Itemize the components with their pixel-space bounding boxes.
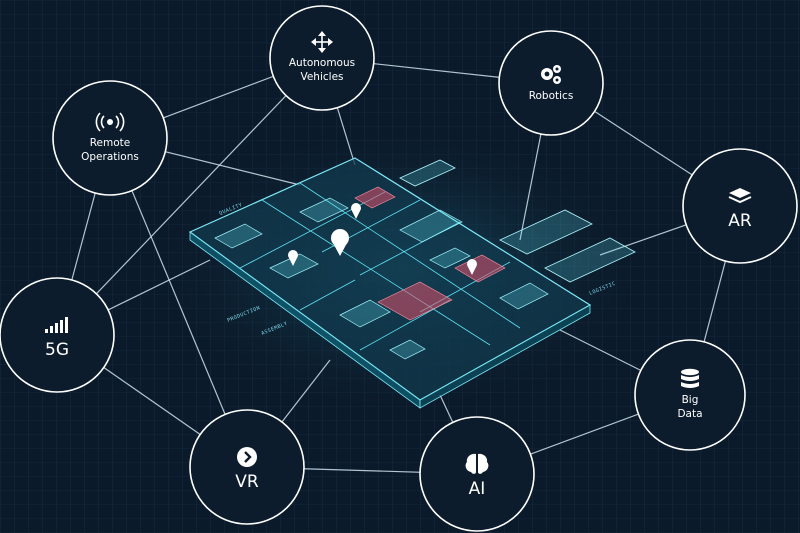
node-label: Autonomous — [289, 57, 355, 69]
node-label: Remote — [90, 137, 131, 149]
chevron-right-circle-icon — [237, 447, 257, 467]
node-robotics[interactable]: Robotics — [498, 30, 604, 136]
connection-line — [109, 137, 248, 468]
node-label: AR — [728, 211, 752, 231]
node-circle — [269, 5, 375, 111]
machinery — [214, 197, 549, 360]
database-icon — [681, 368, 699, 388]
node-label: Big — [682, 394, 699, 406]
node-label: Vehicles — [300, 71, 343, 83]
signal-bars-icon — [45, 317, 68, 333]
factory-floorplan: PRODUCTION ASSEMBLY LOGISTIC QUALITY — [188, 157, 636, 409]
connection-line — [56, 57, 323, 336]
node-label: Robotics — [529, 90, 574, 102]
layers-icon — [728, 188, 752, 204]
node-circle — [419, 416, 535, 532]
node-circle — [682, 148, 798, 264]
node-ai[interactable]: AI — [419, 416, 535, 532]
trucks — [399, 159, 636, 283]
pin-small — [351, 203, 361, 213]
node-vr[interactable]: VR — [189, 409, 305, 525]
brain-icon — [465, 453, 489, 474]
broadcast-icon — [95, 112, 125, 132]
move-arrows-icon — [311, 31, 333, 53]
pin-large — [331, 229, 349, 247]
gears-icon — [541, 65, 561, 84]
node-label: Data — [677, 408, 702, 420]
node-label: Operations — [81, 151, 139, 163]
node-ar[interactable]: AR — [682, 148, 798, 264]
node-circle — [0, 277, 115, 393]
node-label: 5G — [45, 340, 69, 360]
pin-small — [467, 259, 477, 269]
node-label: VR — [235, 472, 259, 492]
node-label: AI — [469, 479, 486, 499]
node-circle — [634, 339, 746, 451]
node-circle — [52, 80, 168, 196]
node-circle — [498, 30, 604, 136]
factory-floor-edge-right — [419, 304, 591, 409]
node-5g[interactable]: 5G — [0, 277, 115, 393]
technology-nodes: AutonomousVehiclesRoboticsRemoteOperatio… — [0, 5, 798, 532]
pin-small — [288, 250, 298, 260]
location-pins — [288, 203, 477, 275]
hotspot-zones — [354, 186, 506, 321]
